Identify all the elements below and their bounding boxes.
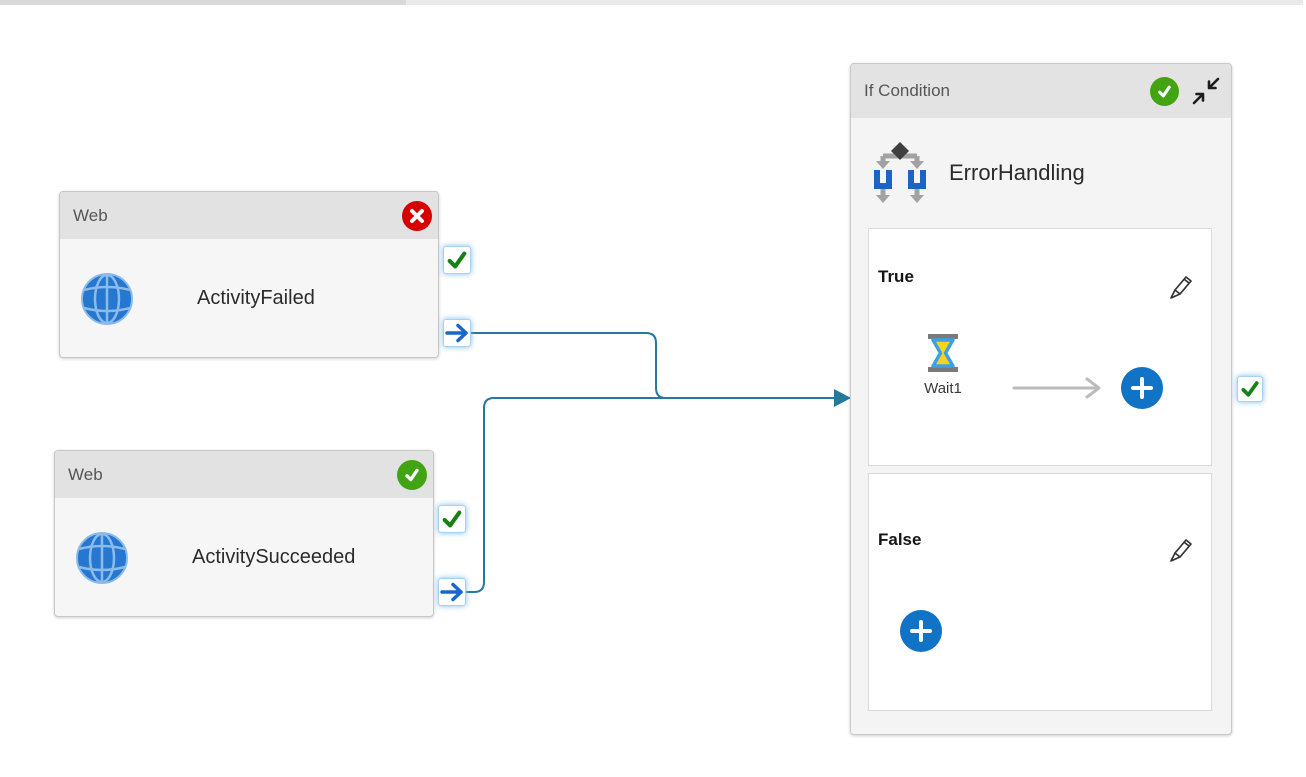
wait-activity-label: Wait1 bbox=[924, 380, 962, 397]
globe-icon bbox=[76, 531, 128, 584]
branch-true-label: True bbox=[878, 267, 914, 286]
branch-true-canvas: True Wait1 bbox=[868, 228, 1212, 466]
collapse-icon[interactable] bbox=[1191, 75, 1221, 107]
edit-pencil-icon[interactable] bbox=[1166, 269, 1193, 303]
activity-name: ActivitySucceeded bbox=[192, 546, 356, 568]
plus-icon bbox=[1131, 377, 1153, 399]
globe-icon bbox=[81, 272, 133, 325]
check-icon bbox=[1158, 85, 1171, 97]
edit-pencil-icon[interactable] bbox=[1166, 532, 1193, 566]
activity-type-label: Web bbox=[73, 205, 108, 225]
next-activity-arrow-icon bbox=[1012, 377, 1101, 399]
activity-name: ActivityFailed bbox=[197, 287, 315, 309]
check-icon bbox=[442, 510, 462, 528]
branch-icon bbox=[874, 142, 926, 203]
check-icon bbox=[447, 251, 467, 269]
status-succeeded-badge bbox=[397, 459, 427, 490]
activity-type-label: Web bbox=[68, 464, 103, 484]
port-output-activitysucceeded[interactable] bbox=[438, 578, 466, 606]
connector-activityfailed-to-errorhandling[interactable] bbox=[471, 332, 836, 399]
arrow-right-icon bbox=[440, 582, 463, 602]
port-success-errorhandling[interactable] bbox=[1237, 376, 1263, 402]
activity-body: ActivitySucceeded bbox=[55, 498, 433, 617]
activity-header: Web bbox=[55, 451, 433, 498]
activity-name: ErrorHandling bbox=[949, 160, 1085, 185]
connector-activitysucceeded-to-errorhandling[interactable] bbox=[466, 397, 836, 593]
canvas-horizontal-scrollbar[interactable] bbox=[0, 0, 1303, 5]
x-icon bbox=[410, 208, 424, 223]
port-output-activityfailed[interactable] bbox=[443, 319, 471, 347]
status-failed-badge bbox=[402, 200, 432, 231]
activity-web-succeeded[interactable]: Web ActivitySucceeded bbox=[54, 450, 434, 617]
activity-type-label: If Condition bbox=[864, 81, 950, 100]
add-activity-true-button[interactable] bbox=[1121, 367, 1163, 409]
activity-web-failed[interactable]: Web ActivityFailed bbox=[59, 191, 439, 358]
activity-header: Web bbox=[60, 192, 438, 239]
status-succeeded-badge bbox=[1150, 76, 1179, 106]
port-success-activitysucceeded[interactable] bbox=[438, 505, 466, 533]
check-icon bbox=[1241, 381, 1259, 397]
activity-wait1[interactable]: Wait1 bbox=[914, 334, 972, 397]
check-icon bbox=[405, 468, 419, 481]
add-activity-false-button[interactable] bbox=[900, 610, 942, 652]
if-condition-title-row: ErrorHandling bbox=[851, 118, 1231, 228]
branch-false-label: False bbox=[878, 530, 922, 549]
connector-arrowhead bbox=[834, 389, 851, 407]
branch-false-canvas: False bbox=[868, 473, 1212, 711]
activity-body: ActivityFailed bbox=[60, 239, 438, 358]
hourglass-icon bbox=[928, 334, 958, 372]
plus-icon bbox=[910, 620, 932, 642]
if-condition-header: If Condition bbox=[851, 64, 1231, 118]
port-success-activityfailed[interactable] bbox=[443, 246, 471, 274]
activity-if-condition[interactable]: If Condition bbox=[850, 63, 1232, 735]
arrow-right-icon bbox=[445, 323, 468, 343]
scrollbar-thumb[interactable] bbox=[0, 0, 406, 5]
